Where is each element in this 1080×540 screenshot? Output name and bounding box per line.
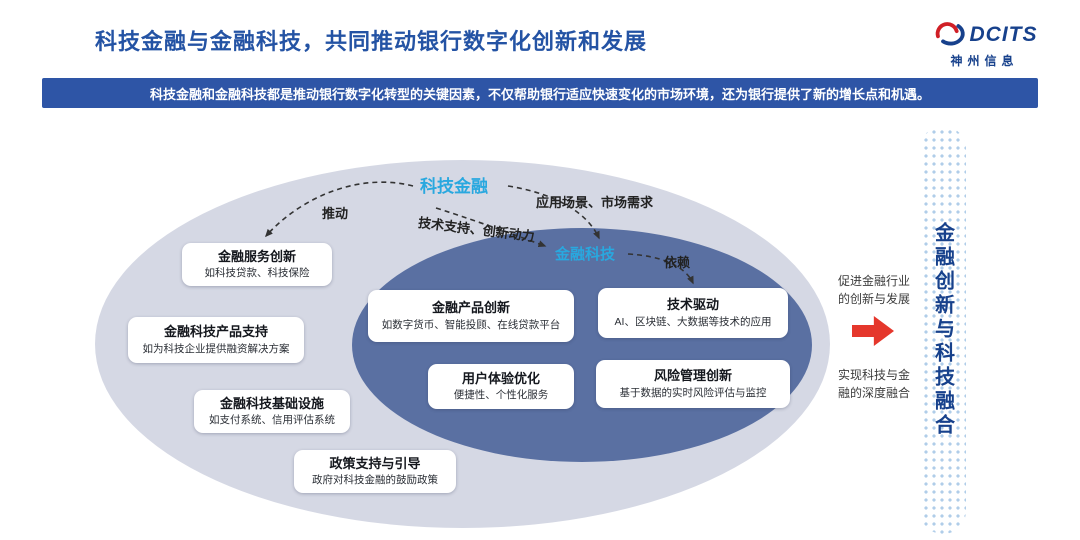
application-label: 应用场景、市场需求 <box>536 195 654 210</box>
page-title: 科技金融与金融科技，共同推动银行数字化创新和发展 <box>95 29 648 54</box>
outer-box-service-innovation: 金融服务创新 如科技贷款、科技保险 <box>182 243 332 286</box>
note-promote: 促进金融行业的创新与发展 <box>838 274 911 306</box>
summary-banner: 科技金融和金融科技都是推动银行数字化转型的关键因素，不仅帮助银行适应快速变化的市… <box>42 78 1038 108</box>
box-title: 政策支持与引导 <box>329 455 421 471</box>
box-desc: 如为科技企业提供融资解决方案 <box>142 342 290 355</box>
box-desc: 如数字货币、智能投顾、在线贷款平台 <box>381 318 561 331</box>
box-title: 金融科技产品支持 <box>163 324 268 340</box>
box-desc: 便捷性、个性化服务 <box>453 389 549 402</box>
inner-box-product-innovation: 金融产品创新 如数字货币、智能投顾、在线贷款平台 <box>368 290 574 342</box>
inner-box-risk-management: 风险管理创新 基于数据的实时风险评估与监控 <box>596 360 790 408</box>
vertical-conclusion: 金融创新与科技融合 <box>931 222 954 438</box>
inner-box-ux-optimization: 用户体验优化 便捷性、个性化服务 <box>428 364 574 409</box>
box-title: 风险管理创新 <box>653 368 732 384</box>
right-arrow-icon <box>852 316 894 346</box>
outer-box-product-support: 金融科技产品支持 如为科技企业提供融资解决方案 <box>128 317 304 363</box>
box-desc: 如科技贷款、科技保险 <box>204 267 310 280</box>
box-title: 金融科技基础设施 <box>219 395 324 411</box>
fintech-label: 金融科技 <box>555 246 616 263</box>
depend-label: 依赖 <box>664 255 691 270</box>
box-desc: AI、区块链、大数据等技术的应用 <box>614 315 772 328</box>
box-title: 用户体验优化 <box>461 370 540 386</box>
box-title: 技术驱动 <box>666 297 719 313</box>
tech-finance-label: 科技金融 <box>420 177 488 196</box>
dotted-capsule <box>920 126 966 534</box>
box-desc: 如支付系统、信用评估系统 <box>209 414 335 427</box>
box-title: 金融服务创新 <box>217 248 296 264</box>
box-title: 金融产品创新 <box>431 300 510 316</box>
box-desc: 基于数据的实时风险评估与监控 <box>619 386 767 399</box>
note-realize: 实现科技与金融的深度融合 <box>838 368 911 400</box>
brand-logo: DCITS 神州信息 <box>927 18 1042 69</box>
brand-name: DCITS <box>969 22 1038 46</box>
fintech-ellipse <box>352 228 812 462</box>
dcits-swirl-icon <box>932 18 966 51</box>
box-desc: 政府对科技金融的鼓励政策 <box>312 474 438 487</box>
outer-box-policy: 政策支持与引导 政府对科技金融的鼓励政策 <box>294 450 456 493</box>
brand-subtitle: 神州信息 <box>950 54 1019 68</box>
push-label: 推动 <box>322 206 349 221</box>
outer-box-infrastructure: 金融科技基础设施 如支付系统、信用评估系统 <box>194 390 350 433</box>
inner-box-tech-driven: 技术驱动 AI、区块链、大数据等技术的应用 <box>598 288 788 338</box>
